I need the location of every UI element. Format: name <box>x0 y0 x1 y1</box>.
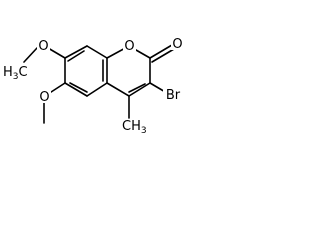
bond-c8-c7 <box>64 45 88 59</box>
chemical-structure-diagram: O O Br CH3 O H3C O <box>3 36 184 136</box>
bond-c2-carbonyl-o-2 <box>151 48 175 63</box>
carbonyl-oxygen-label: O <box>172 37 182 52</box>
bond-c6-c5-inner <box>69 82 88 93</box>
bromine-label: Br <box>166 88 181 103</box>
bond-c8-c8a <box>86 45 108 59</box>
methyl-label: CH3 <box>122 119 147 136</box>
methoxy-upper-methyl-label: H3C <box>3 65 28 82</box>
methoxy-lower-oxygen-label: O <box>39 90 49 105</box>
bond-c5-c4a <box>86 82 108 97</box>
methoxy-upper-oxygen-label: O <box>38 39 48 54</box>
bond-c2-carbonyl-o <box>149 44 173 59</box>
ring-oxygen-label: O <box>124 39 134 54</box>
bond-lines <box>23 44 175 124</box>
bond-c6-c5 <box>64 82 88 97</box>
bond-c3-c4-inner <box>128 83 146 93</box>
bond-c3-c4 <box>128 82 151 97</box>
bond-o-ch3-upper <box>23 47 38 63</box>
bond-c8-c7-inner <box>67 50 85 62</box>
atom-labels: O O Br CH3 O H3C O <box>3 36 184 136</box>
bond-c4-c4a <box>106 82 130 97</box>
bond-c7-o <box>47 47 66 59</box>
